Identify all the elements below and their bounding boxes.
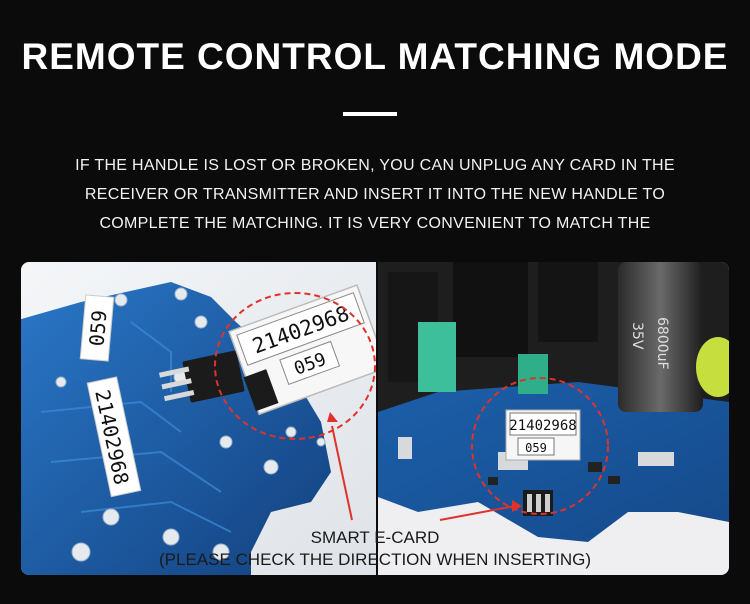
board-code-label: 059: [84, 309, 111, 347]
capacitor-voltage-text: 35V: [629, 322, 645, 350]
ecard-caption: SMART E-CARD (PLEASE CHECK THE DIRECTION…: [0, 527, 750, 571]
caption-title: SMART E-CARD: [310, 528, 440, 547]
page-title: REMOTE CONTROL MATCHING MODE: [21, 36, 729, 77]
capacitor-capacity-text: 6800uF: [654, 317, 670, 370]
description-line: COMPLETE THE MATCHING. IT IS VERY CONVEN…: [99, 215, 651, 232]
title-divider: [343, 112, 397, 116]
description-text: IF THE HANDLE IS LOST OR BROKEN, YOU CAN…: [60, 151, 690, 238]
caption-note: (PLEASE CHECK THE DIRECTION WHEN INSERTI…: [159, 550, 591, 569]
receiver-card-serial-text: 21402968: [509, 418, 576, 434]
description-line: IF THE HANDLE IS LOST OR BROKEN, YOU CAN…: [75, 157, 675, 174]
receiver-card-code-text: 059: [525, 441, 547, 455]
description-line: RECEIVER OR TRANSMITTER AND INSERT IT IN…: [84, 186, 666, 203]
